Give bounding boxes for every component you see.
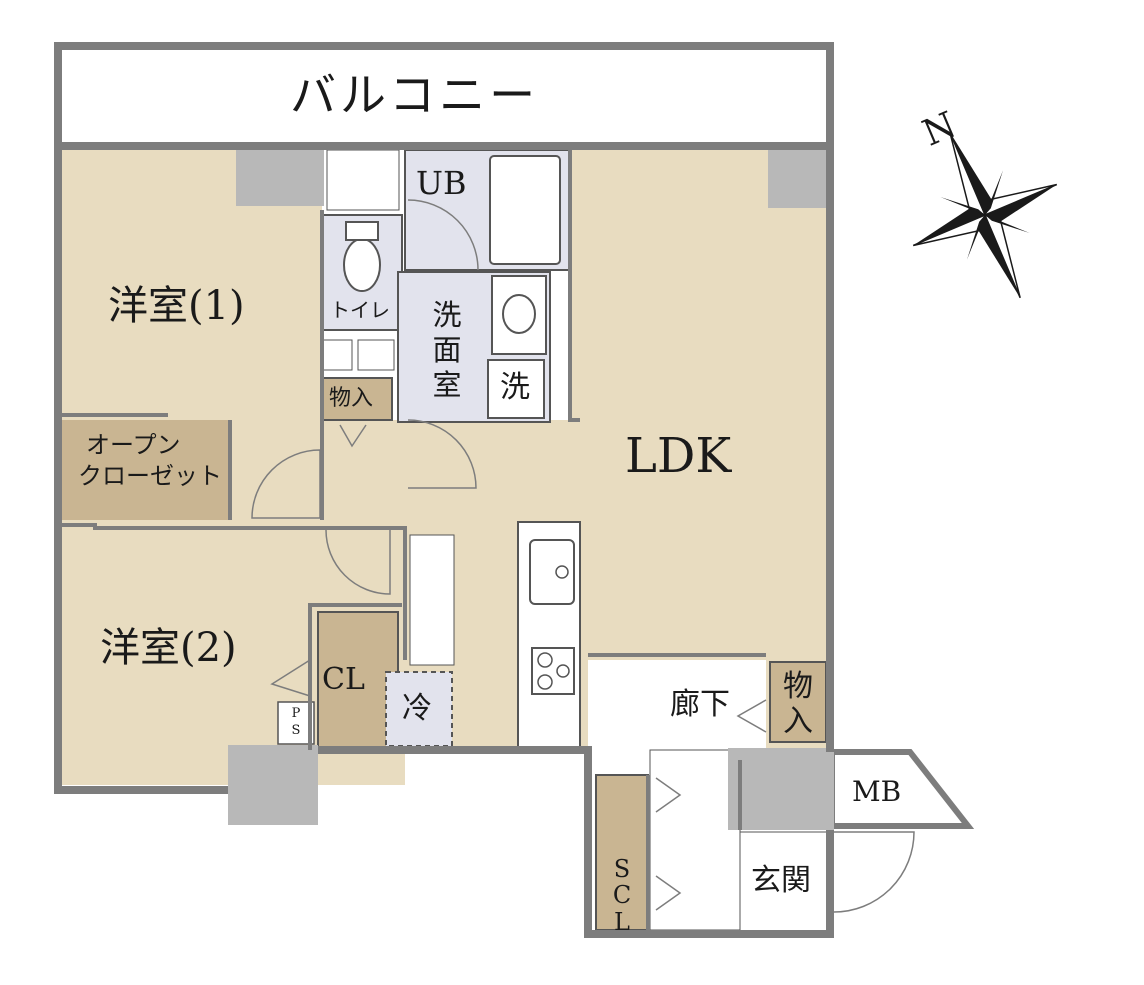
storage1-label: 物入	[329, 386, 374, 411]
fridge-space	[385, 671, 453, 747]
washer-space	[487, 359, 545, 419]
kitchen-sink	[529, 539, 575, 605]
interior-walls	[62, 150, 766, 930]
utility-box-small-2	[357, 339, 395, 371]
column-2	[768, 148, 830, 208]
closet-area	[317, 611, 399, 751]
counter-space	[409, 534, 455, 666]
pipe-space-label: PS	[291, 706, 301, 738]
washer-label: 洗	[500, 370, 530, 405]
open-closet-label-2: クローゼット	[78, 462, 222, 490]
unit-bath-label: UB	[416, 164, 467, 202]
entrance-floor	[739, 831, 831, 933]
column-3	[228, 745, 318, 825]
column-1	[236, 148, 324, 206]
storage2-area	[769, 661, 827, 743]
entrance-label: 玄関	[751, 863, 811, 898]
toilet-bowl	[343, 238, 381, 292]
burner-1	[537, 652, 553, 668]
burner-2	[537, 674, 553, 690]
open-closet-area	[62, 420, 230, 520]
hallway-floor	[588, 660, 766, 750]
hallway-label: 廊下	[670, 687, 730, 722]
column-4	[728, 748, 834, 830]
toilet-tank	[345, 221, 379, 241]
western2-label: 洋室(2)	[100, 625, 237, 671]
storage2-label: 物入	[783, 669, 813, 739]
burner-3	[556, 664, 570, 678]
open-closet-label-1: オープン	[86, 431, 181, 459]
western1-label: 洋室(1)	[108, 283, 245, 329]
bathtub	[489, 155, 561, 265]
meter-box-label: MB	[852, 775, 902, 808]
utility-box-small-1	[321, 339, 353, 371]
ldk-label: LDK	[625, 428, 732, 484]
ldk-floor	[570, 150, 828, 750]
toilet-label: トイレ	[330, 298, 390, 322]
sink-basin	[502, 294, 536, 334]
entrance-corridor	[649, 749, 741, 931]
walls	[54, 142, 834, 938]
fridge-label: 冷	[402, 691, 432, 726]
closet-label: CL	[322, 662, 365, 697]
stove	[531, 647, 575, 695]
sink-drain	[555, 565, 569, 579]
washroom-label: 洗面室	[432, 298, 462, 402]
shoe-closet-label: SCL	[612, 855, 632, 936]
utility-box-top	[326, 149, 400, 211]
balcony-label: バルコニー	[290, 68, 540, 122]
door-swings	[251, 199, 915, 913]
compass-rose	[912, 131, 1058, 299]
